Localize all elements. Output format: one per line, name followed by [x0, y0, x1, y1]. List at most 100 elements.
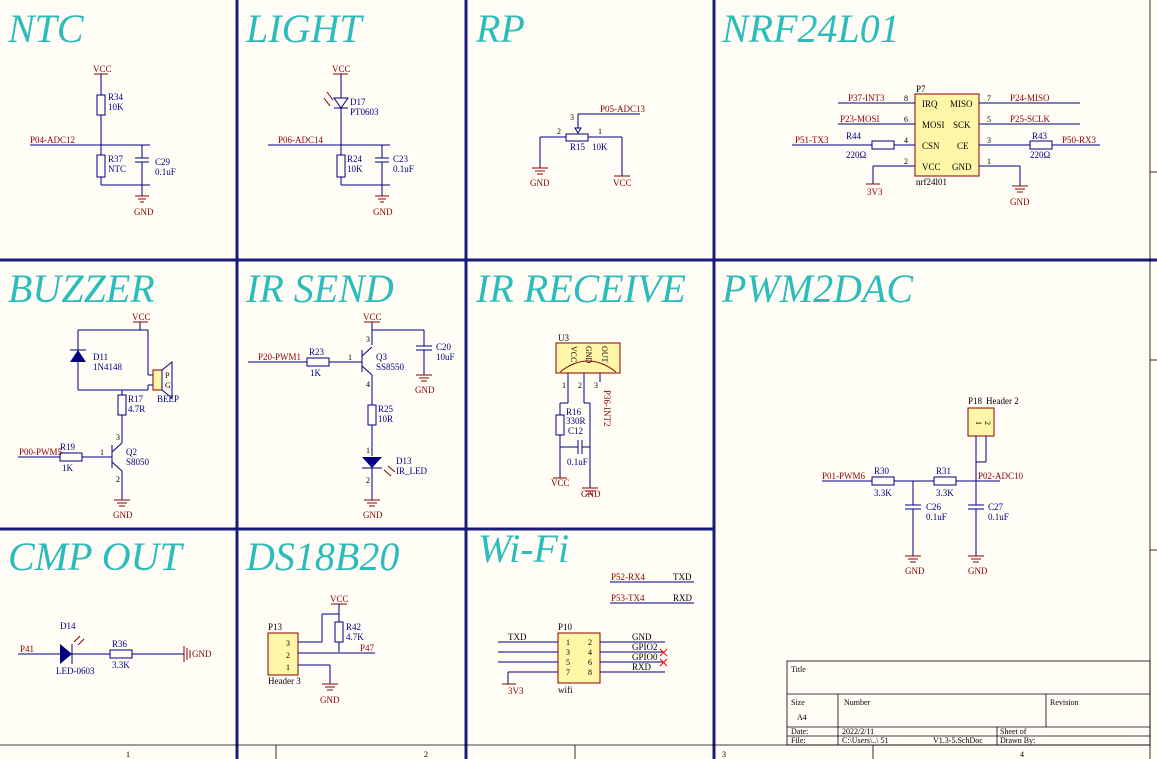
resistor-r34[interactable]: [96, 94, 106, 116]
section-ntc[interactable]: NTC VCC R34 10K P04-ADC12 R37 NTC C29 0.…: [7, 6, 176, 217]
pin-number: 5: [987, 115, 991, 124]
pin-number: 1: [987, 157, 991, 166]
section-cmp-out[interactable]: CMP OUT P41 D14 LED-0603 R36 3.3K GND: [8, 534, 212, 676]
phototransistor-d17[interactable]: [333, 97, 349, 109]
title-block: Title Size A4 Number Revision Date: 2022…: [786, 660, 1151, 746]
led-d14[interactable]: [60, 644, 72, 664]
value-label: LED-0603: [56, 666, 95, 676]
buzzer-beep[interactable]: [152, 369, 163, 391]
pin-number: 2: [904, 157, 908, 166]
pin-number: 3: [570, 113, 574, 122]
thermistor-r37[interactable]: [96, 154, 106, 178]
net-label: P04-ADC12: [30, 135, 75, 145]
section-title: IR SEND: [245, 266, 394, 311]
pin-number: 2: [578, 381, 582, 390]
pin-number: 4: [588, 648, 592, 657]
potentiometer-wiper: [574, 127, 582, 134]
pin-number: 5: [566, 658, 570, 667]
gnd-label: GND: [905, 566, 925, 576]
diode-d11[interactable]: [70, 350, 86, 362]
gnd-label: GND: [530, 178, 550, 188]
ref-label: R30: [874, 466, 890, 476]
ref-label: R31: [936, 466, 951, 476]
net-label: P24-MISO: [1010, 93, 1050, 103]
value-label: 330R: [566, 416, 586, 426]
resistor-r31[interactable]: [933, 476, 957, 486]
ref-label: D11: [93, 352, 108, 362]
gnd-label: GND: [320, 695, 340, 705]
resistor-r23[interactable]: [306, 357, 330, 367]
part-label: BEEP: [157, 394, 179, 404]
pin-number: 6: [904, 115, 908, 124]
pin-number: 1: [366, 446, 370, 455]
pin-number: 2: [116, 475, 120, 484]
ref-label: C27: [988, 502, 1004, 512]
vcc-label: VCC: [332, 64, 351, 74]
resistor-r16[interactable]: [555, 414, 565, 436]
section-pwm2dac[interactable]: PWM2DAC P18 Header 2 1 2 P01-PWM6 R30 3.…: [721, 266, 1024, 576]
pin-number: 3: [594, 381, 598, 390]
resistor-r42[interactable]: [334, 621, 344, 643]
ir-receiver-u3[interactable]: [555, 342, 621, 374]
header-p13[interactable]: [267, 632, 299, 676]
section-light[interactable]: LIGHT VCC D17 PT0603 P06-ADC14 R24 10K C…: [245, 6, 414, 217]
value-label: SS8550: [376, 362, 405, 372]
wifi-header-p10[interactable]: [557, 632, 601, 684]
resistor-r24[interactable]: [336, 154, 346, 178]
ref-label: R37: [108, 154, 124, 164]
resistor-r30[interactable]: [871, 476, 895, 486]
value-label: 4.7K: [346, 632, 364, 642]
gnd-label: GND: [1010, 197, 1030, 207]
gnd-label: GND: [415, 385, 435, 395]
net-label: P41: [20, 644, 34, 654]
resistor-r36[interactable]: [109, 649, 133, 659]
section-rp[interactable]: RP P05-ADC13 3 R15 10K 2 1 GND VCC: [475, 6, 646, 188]
value-label: 0.1uF: [393, 164, 414, 174]
file-name: V1.3-5.SchDoc: [933, 736, 983, 745]
value-label: 0.1uF: [926, 512, 947, 522]
sheet-label: Sheet of: [1000, 727, 1027, 736]
section-ds18b20[interactable]: DS18B20 VCC R42 4.7K P13 3 2 1 Header 3 …: [245, 534, 399, 705]
v33-label: 3V3: [867, 187, 883, 197]
ref-label: R25: [378, 404, 394, 414]
resistor-r17[interactable]: [117, 394, 127, 416]
section-ir-send[interactable]: IR SEND VCC C20 10uF GND 3 Q3 SS8550 4 P…: [245, 266, 455, 520]
resistor-r44[interactable]: [871, 140, 895, 150]
ref-label: Q3: [376, 352, 387, 362]
value-label: Header 2: [986, 396, 1019, 406]
resistor-r19[interactable]: [59, 452, 83, 462]
ref-label: D14: [60, 621, 76, 631]
section-title: NRF24L01: [721, 6, 900, 51]
vcc-label: VCC: [363, 312, 382, 322]
pin-number: 2: [588, 638, 592, 647]
section-nrf24l01[interactable]: NRF24L01 P7 nrf24l01 P37-INT3 8 IRQ P23-…: [721, 6, 1100, 207]
section-buzzer[interactable]: BUZZER VCC D11 1N4148 P G BEEP R17 4.7R …: [8, 266, 179, 520]
ref-label: C20: [436, 342, 452, 352]
potentiometer-r15[interactable]: [565, 133, 589, 142]
value-label: 1N4148: [93, 362, 122, 372]
value-label: 0.1uF: [567, 457, 588, 467]
header-p18[interactable]: [967, 407, 995, 437]
revision-label: Revision: [1050, 698, 1078, 707]
pin-number: 4: [366, 380, 370, 389]
pin-number: 6: [588, 658, 592, 667]
section-title: CMP OUT: [8, 534, 184, 579]
value-label: 10K: [592, 142, 608, 152]
section-ir-receive[interactable]: IR RECEIVE U3 VCC GND OUT 1 2 3 P36-INT2…: [475, 266, 686, 499]
gnd-label: GND: [192, 649, 212, 659]
date-value: 2022/2/11: [842, 727, 874, 736]
resistor-r43[interactable]: [1029, 140, 1053, 150]
value-label: 220Ω: [846, 150, 867, 160]
zone-label: 4: [1020, 750, 1024, 759]
net-alias: RXD: [632, 662, 652, 672]
ir-led-d13[interactable]: [362, 457, 382, 468]
net-label: P02-ADC10: [978, 471, 1024, 481]
pin-number: 3: [366, 335, 370, 344]
ref-label: R36: [112, 639, 128, 649]
v33-label: 3V3: [508, 686, 524, 696]
resistor-r25[interactable]: [367, 404, 377, 426]
nrf24l01-module[interactable]: [914, 93, 980, 177]
section-title: PWM2DAC: [721, 266, 914, 311]
section-title: LIGHT: [245, 6, 364, 51]
section-wifi[interactable]: Wi-Fi P52-RX4 TXD P53-TX4 RXD P10 wifi T…: [478, 526, 694, 696]
